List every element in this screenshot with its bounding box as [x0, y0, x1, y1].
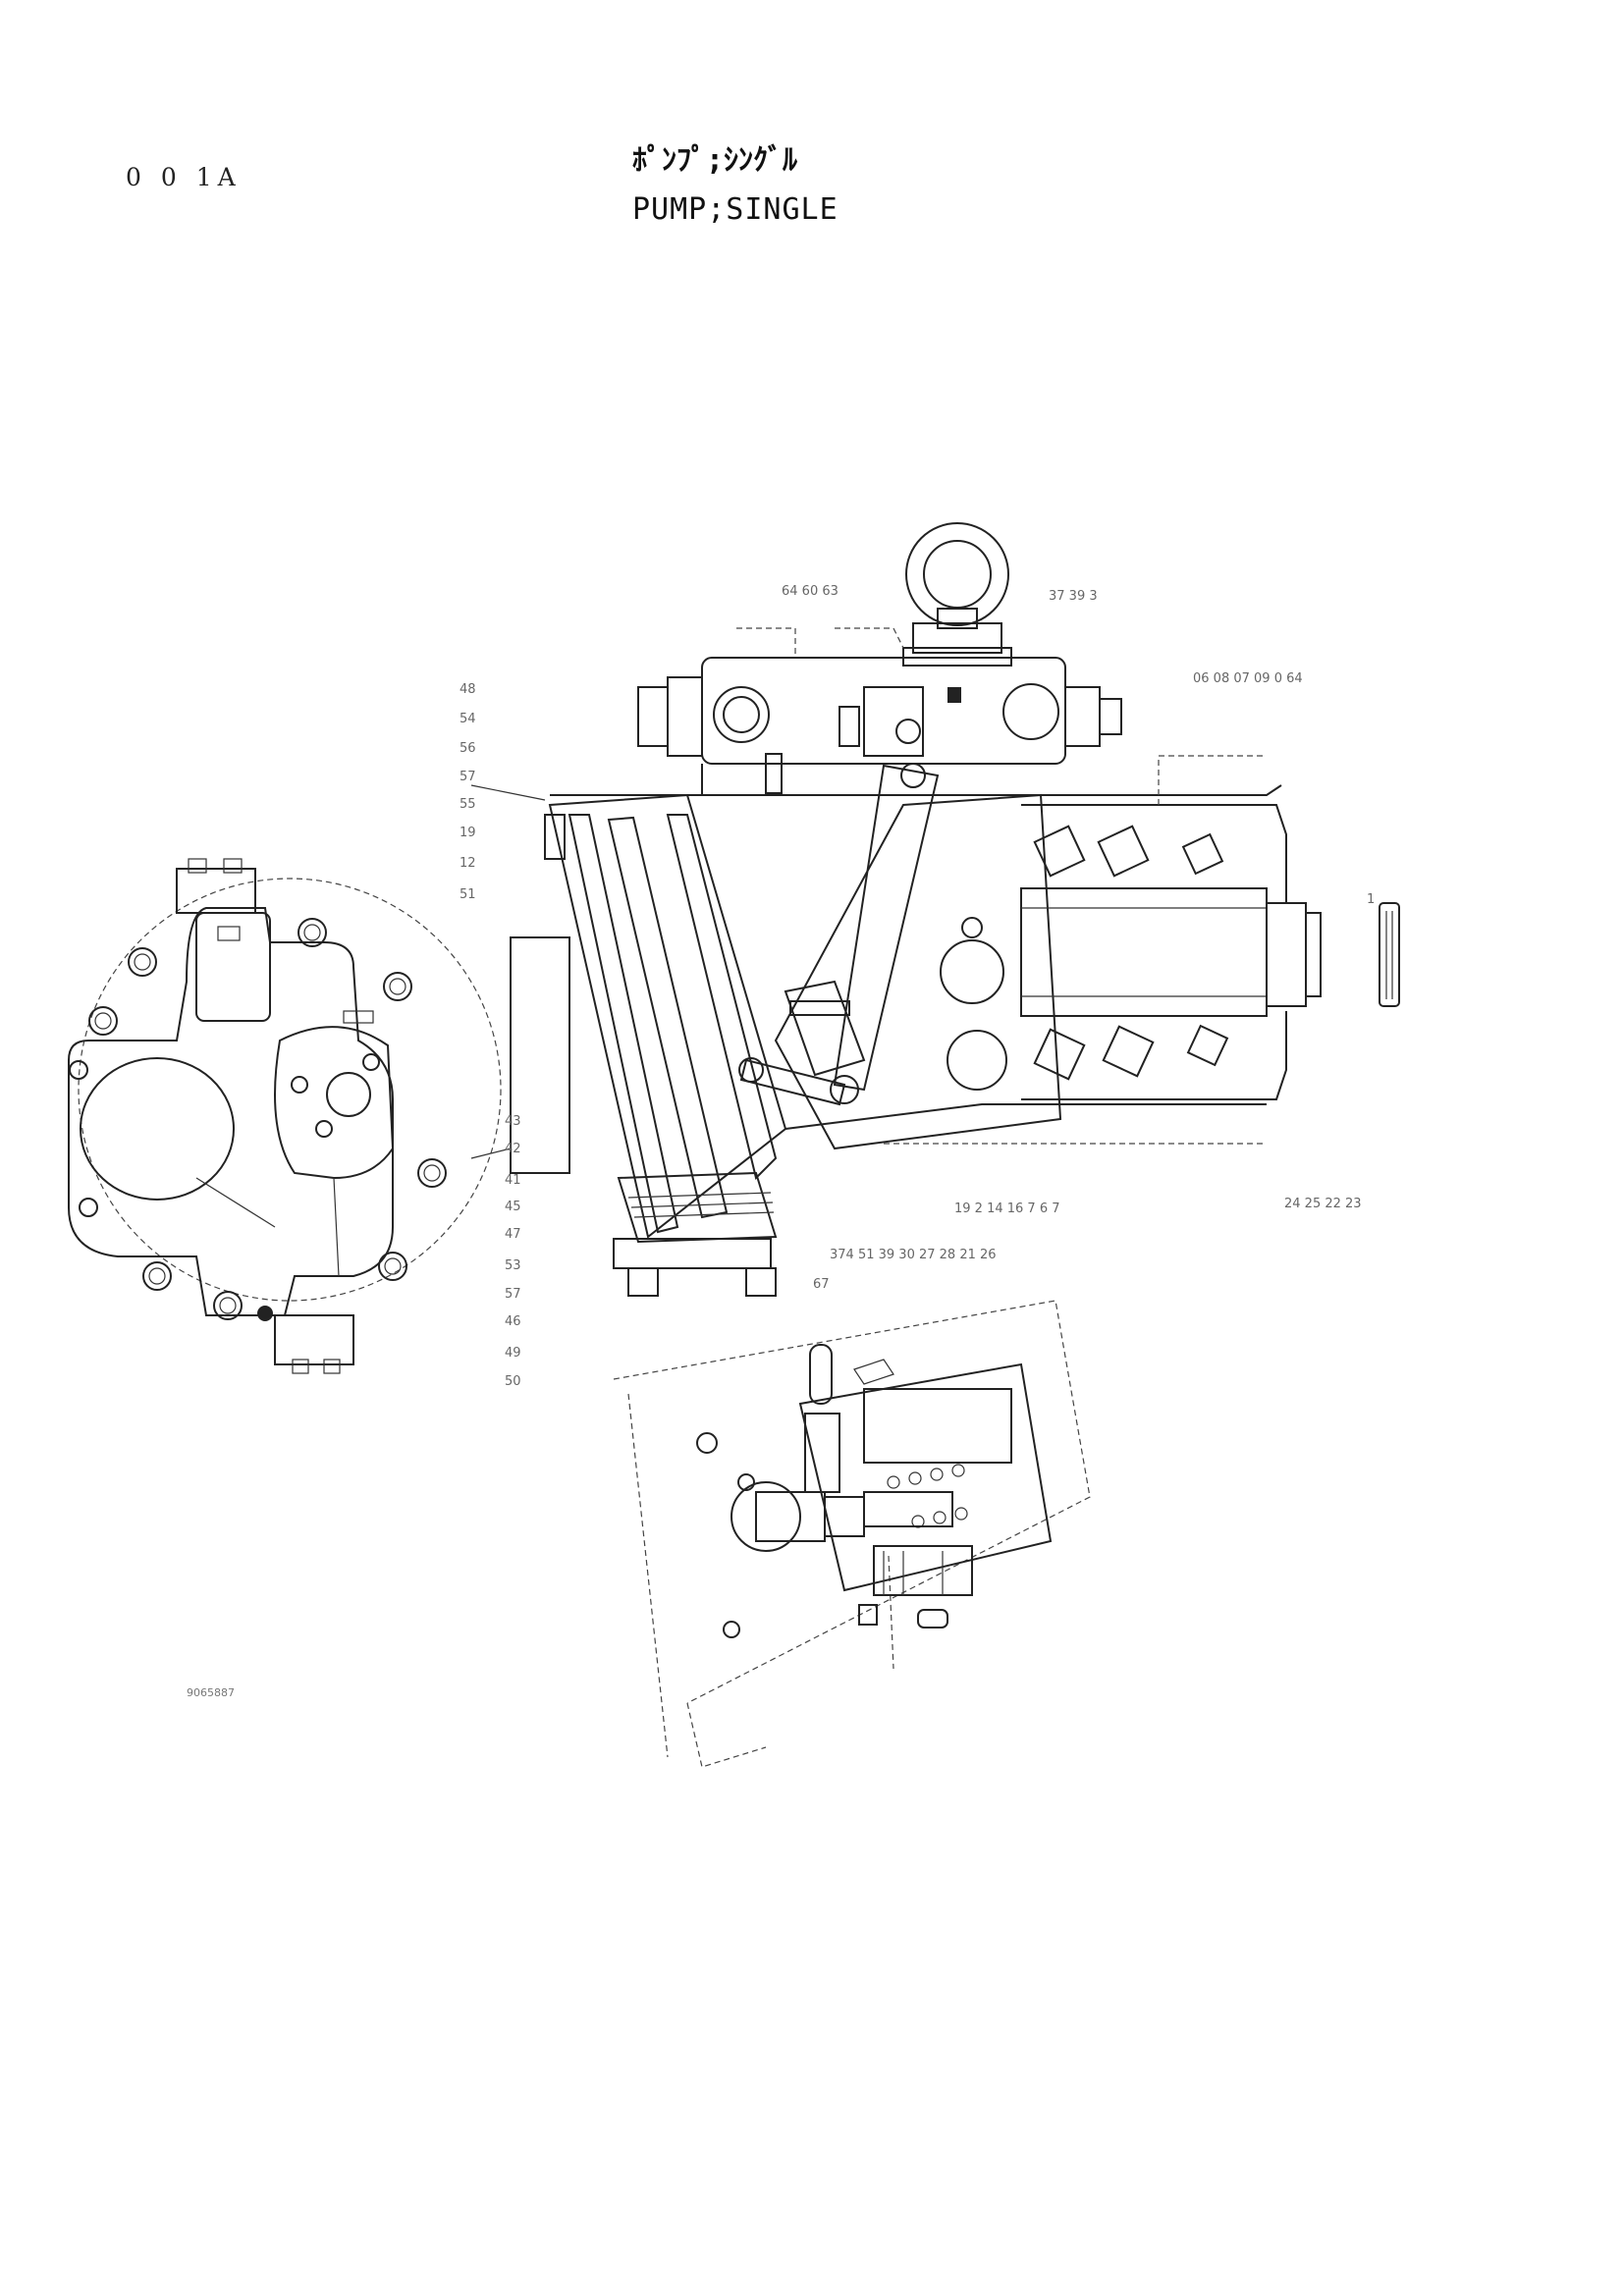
callout-shaft-end: 1: [1367, 892, 1375, 907]
lifting-eye-icon: [902, 522, 1012, 667]
pump-end-view: [68, 858, 502, 1374]
callout-left-upper-column: 48 54 56 57 55 19 12 51: [460, 682, 476, 902]
callout-top-right-group: 37 39 3: [1049, 589, 1098, 604]
callout-left-lower: 57: [505, 1287, 521, 1302]
bolt-icon: [69, 918, 447, 1320]
page-code: 0 0 1A: [126, 163, 242, 191]
drawing-reference-number: 9065887: [187, 1686, 235, 1699]
regulator-detail-view: [613, 1300, 1091, 1768]
callout-right-upper-group: 06 08 07 09 0 64: [1193, 671, 1303, 686]
callout-left-lower: 42: [505, 1142, 521, 1156]
callout-left-upper: 54: [460, 712, 476, 726]
callout-left-upper: 12: [460, 856, 476, 871]
callout-left-upper: 51: [460, 887, 476, 902]
title-english: PUMP;SINGLE: [632, 192, 839, 227]
callout-left-lower: 49: [505, 1346, 521, 1361]
callout-left-lower: 41: [505, 1173, 521, 1188]
callout-left-upper: 56: [460, 741, 476, 756]
callout-bottom-middle-group: 19 2 14 16 7 6 7: [954, 1201, 1060, 1216]
callout-bottom-lower-group: 374 51 39 30 27 28 21 26: [830, 1248, 997, 1262]
callout-left-upper: 55: [460, 797, 476, 812]
callout-top-left-group: 64 60 63: [782, 584, 839, 599]
callout-right-lower-group: 24 25 22 23: [1284, 1197, 1362, 1211]
callout-left-lower-column: 43 42 41 45 47 53 57 46 49 50: [505, 1114, 521, 1389]
callout-left-lower: 47: [505, 1227, 521, 1242]
callout-below-group: 67: [813, 1277, 830, 1292]
callout-left-lower: 50: [505, 1374, 521, 1389]
callout-left-upper: 48: [460, 682, 476, 697]
pump-section-view: [470, 522, 1400, 1297]
callout-left-lower: 46: [505, 1314, 521, 1329]
callout-left-upper: 19: [460, 826, 476, 840]
callout-left-upper: 57: [460, 770, 476, 784]
callout-left-lower: 45: [505, 1200, 521, 1214]
callout-left-lower: 53: [505, 1258, 521, 1273]
callout-left-lower: 43: [505, 1114, 521, 1129]
title-japanese: ﾎﾟﾝﾌﾟ;ｼﾝｸﾞﾙ: [632, 143, 798, 178]
